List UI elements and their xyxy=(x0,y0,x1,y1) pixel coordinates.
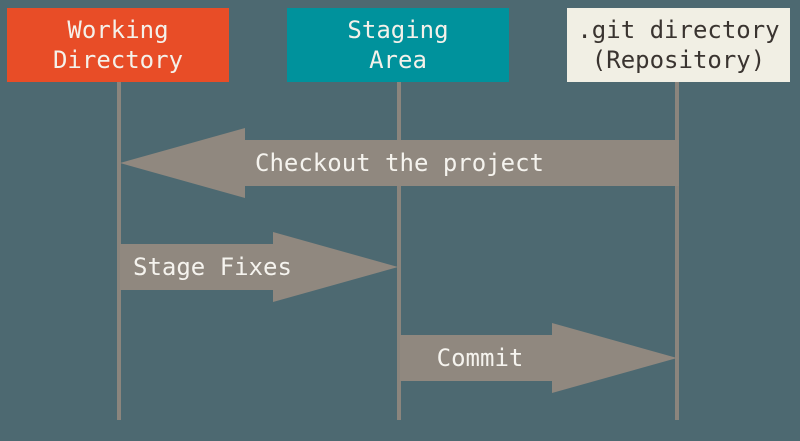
arrow-left-head-icon xyxy=(120,128,245,198)
lifeline-staging-area xyxy=(397,82,401,420)
column-box-git-directory: .git directory (Repository) xyxy=(567,8,790,82)
lifeline-git-directory xyxy=(675,82,679,420)
arrow-stage-fixes-label: Stage Fixes xyxy=(133,253,292,281)
arrow-checkout: Checkout the project xyxy=(120,128,679,198)
column-label-line: Working xyxy=(67,16,169,44)
column-label-line: Directory xyxy=(52,46,184,74)
column-label-line: (Repository) xyxy=(591,46,766,74)
arrow-body xyxy=(120,244,273,290)
column-box-staging-area: Staging Area xyxy=(287,8,509,82)
arrow-body xyxy=(245,140,679,186)
column-label-line: Staging xyxy=(347,16,449,44)
column-label-line: .git directory xyxy=(577,16,780,44)
arrow-body xyxy=(400,335,552,381)
arrow-stage-fixes: Stage Fixes xyxy=(120,232,398,302)
arrow-checkout-label: Checkout the project xyxy=(255,149,544,177)
arrow-commit: Commit xyxy=(400,323,677,393)
arrow-right-head-icon xyxy=(273,232,398,302)
arrow-right-head-icon xyxy=(552,323,677,393)
arrow-commit-label: Commit xyxy=(436,344,524,372)
column-box-working-directory: Working Directory xyxy=(7,8,229,82)
column-label-line: Area xyxy=(369,46,427,74)
lifeline-working-directory xyxy=(117,82,121,420)
